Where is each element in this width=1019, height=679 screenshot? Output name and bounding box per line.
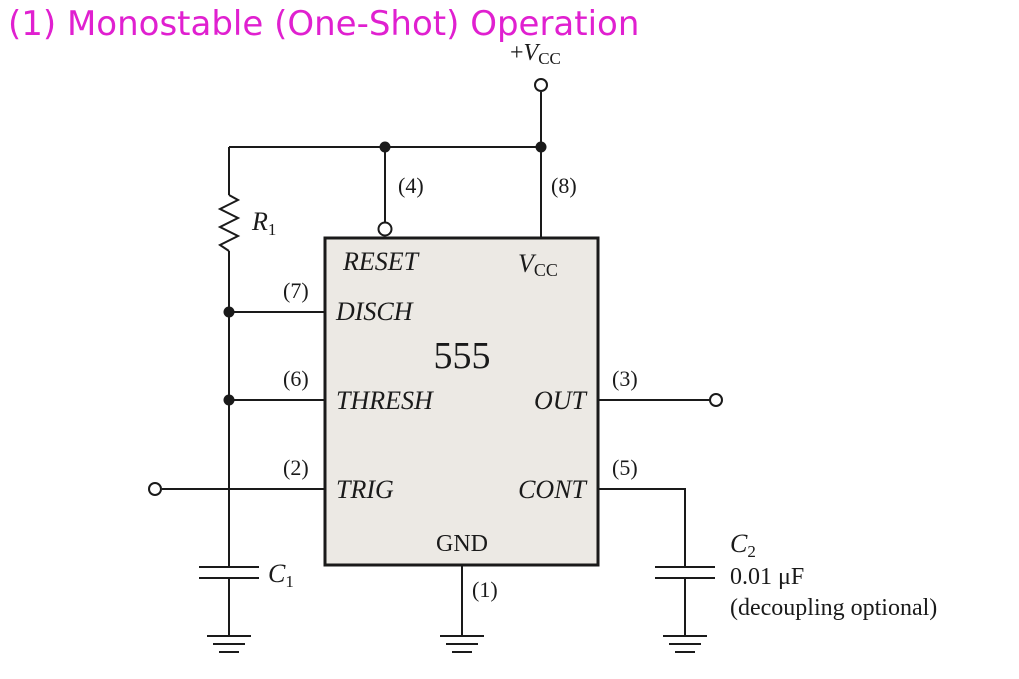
reset-bubble [377, 221, 393, 237]
pin-label-trig: TRIG [336, 475, 394, 504]
pin-number-2: (2) [283, 455, 309, 480]
junction-dot [535, 141, 547, 153]
capacitor-c2 [655, 566, 715, 579]
pin-5-wire [598, 488, 686, 567]
junction-dot [223, 394, 235, 406]
pin-label-thresh: THRESH [336, 386, 434, 415]
junction-dot [379, 141, 391, 153]
ground-symbol-c1 [207, 635, 251, 653]
pin-label-gnd: GND [436, 531, 488, 557]
vcc-terminal [534, 78, 548, 92]
chip-name: 555 [434, 335, 491, 377]
supply-label: +VCC [510, 40, 561, 68]
c2-value: 0.01 μF [730, 564, 804, 590]
c2-note: (decoupling optional) [730, 595, 937, 621]
ground-symbol-pin1 [440, 635, 484, 653]
pin-label-cont: CONT [518, 475, 587, 504]
pin-number-5: (5) [612, 455, 638, 480]
resistor-r1 [217, 194, 241, 252]
junction-dot [223, 306, 235, 318]
slide-title: (1) Monostable (One-Shot) Operation [8, 4, 640, 44]
pin-number-8: (8) [551, 173, 577, 198]
pin-number-1: (1) [472, 577, 498, 602]
trigger-input-terminal [148, 482, 162, 496]
junction-dots [223, 141, 547, 406]
ground-symbol-c2 [663, 635, 707, 653]
pin-label-disch: DISCH [335, 297, 414, 326]
r1-label: R1 [251, 207, 276, 239]
c2-label: C2 [730, 529, 756, 561]
pin-number-6: (6) [283, 366, 309, 391]
chip-555-body [323, 236, 600, 567]
pin-label-reset: RESET [342, 247, 420, 276]
capacitor-c1 [199, 566, 259, 579]
pin-label-out: OUT [534, 386, 588, 415]
pin-number-3: (3) [612, 366, 638, 391]
output-terminal [709, 393, 723, 407]
pin-label-vcc: VCC [518, 249, 558, 280]
c1-label: C1 [268, 559, 294, 591]
pin-number-7: (7) [283, 278, 309, 303]
pin-number-4: (4) [398, 173, 424, 198]
